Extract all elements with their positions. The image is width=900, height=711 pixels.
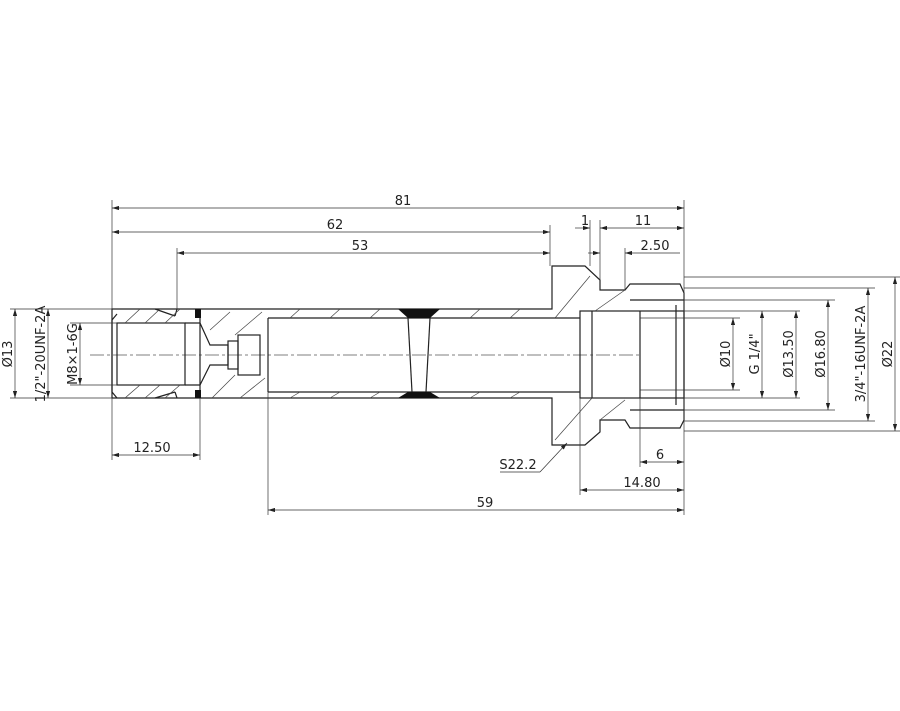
dim-53: 53	[352, 239, 369, 254]
dim-thread-left: 1/2"-20UNF-2A	[34, 306, 49, 403]
dim-14-80: 14.80	[623, 476, 660, 491]
dim-dia-13-50: Ø13.50	[782, 330, 797, 377]
oring-bottom	[398, 392, 440, 398]
dim-thread-right: 3/4"-16UNF-2A	[854, 306, 869, 403]
dimension-lines	[12, 205, 898, 513]
dim-12-50: 12.50	[133, 441, 170, 456]
dim-dia-13: Ø13	[1, 341, 16, 368]
dim-dia-16-80: Ø16.80	[814, 330, 829, 377]
dim-dia-22: Ø22	[881, 341, 896, 368]
dim-62: 62	[327, 218, 344, 233]
dim-59: 59	[477, 496, 494, 511]
dim-81: 81	[395, 194, 412, 209]
seal-bottom	[195, 390, 201, 398]
oring-top	[398, 309, 440, 318]
dim-2-50: 2.50	[641, 239, 670, 254]
dim-thread-m8: M8×1-6G	[66, 323, 81, 385]
dim-11: 11	[635, 214, 652, 229]
part-section	[90, 265, 685, 446]
dim-6: 6	[656, 448, 664, 463]
dimension-labels: 81 62 53 1 11 2.50 12.50 59 14.80 6 S22.…	[1, 194, 896, 511]
dim-thread-g14: G 1/4"	[748, 333, 763, 374]
seal-top	[195, 309, 201, 318]
dim-hex-s22-2: S22.2	[499, 458, 536, 473]
extension-lines	[10, 200, 900, 515]
dim-1: 1	[581, 214, 589, 229]
dim-dia-10: Ø10	[719, 341, 734, 368]
